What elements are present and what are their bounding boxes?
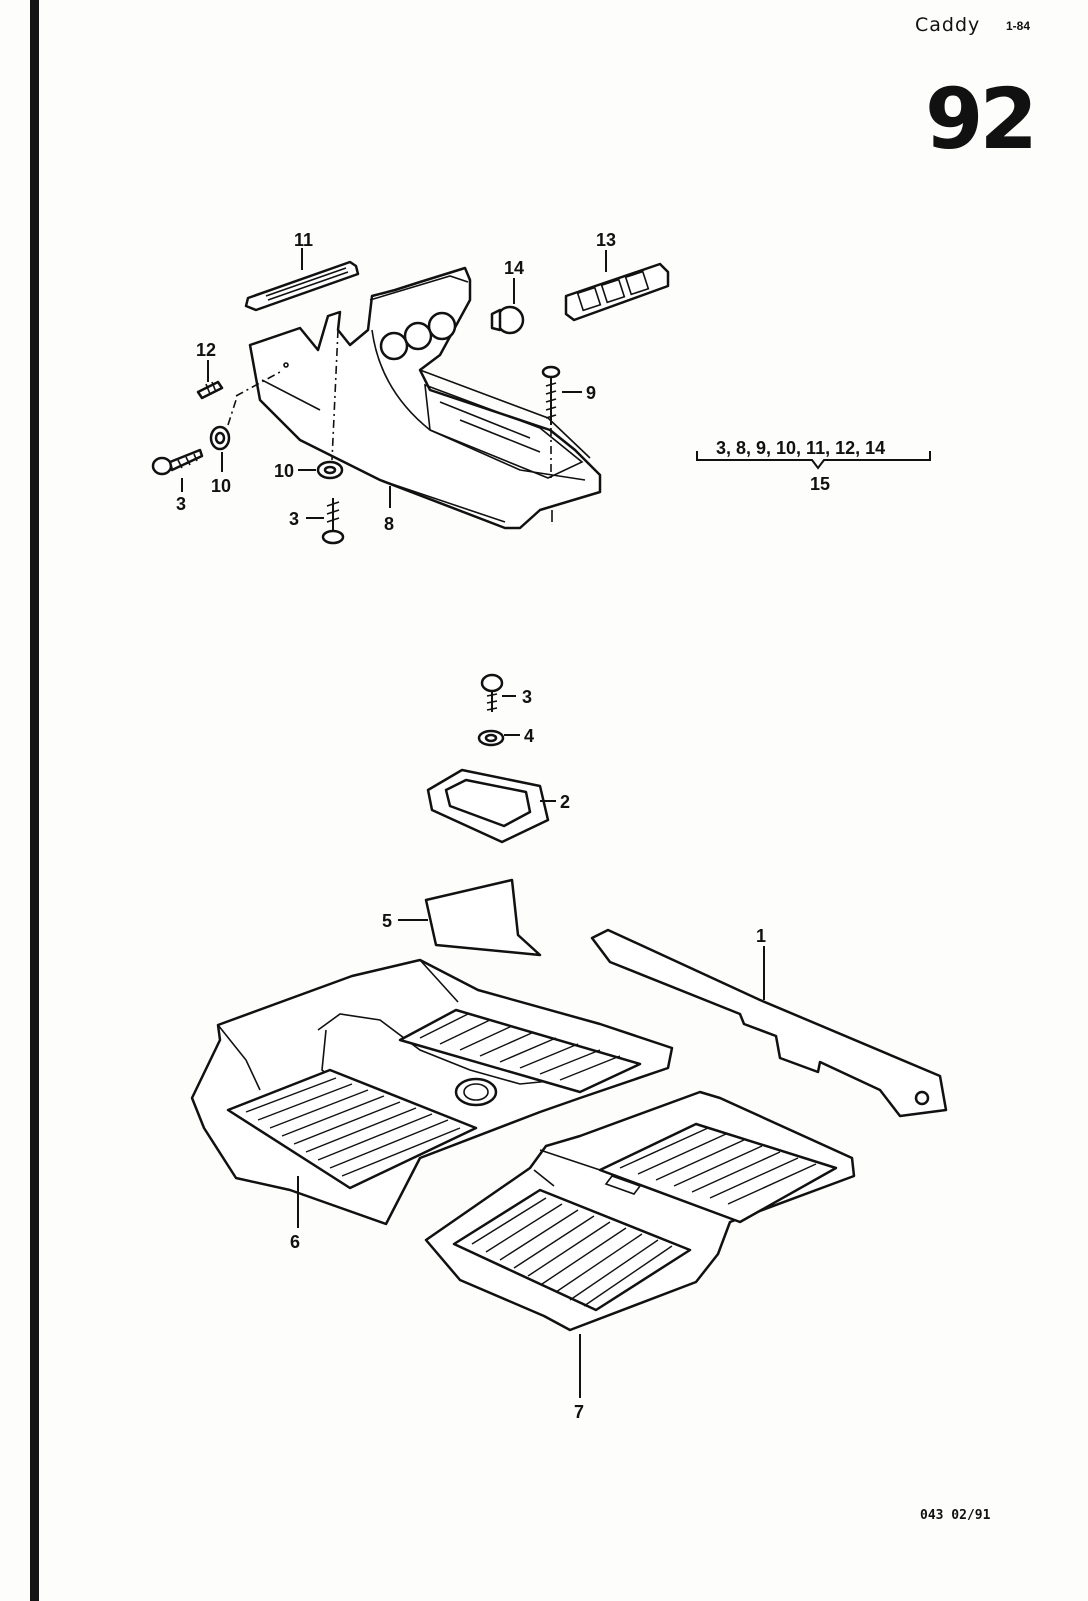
callout-5: 5 [382, 911, 392, 931]
clip-part-12 [196, 380, 224, 400]
callout-13: 13 [596, 230, 616, 250]
callout-2: 2 [560, 792, 570, 812]
callout-6: 6 [290, 1232, 300, 1252]
callout-7: 7 [574, 1402, 584, 1422]
screw-part-3-left [151, 448, 204, 476]
kit-contents: 3, 8, 9, 10, 11, 12, 14 [716, 438, 885, 458]
callout-14: 14 [504, 258, 524, 278]
gauge-insert-part-14 [490, 305, 525, 335]
switch-frame-part-13 [564, 262, 670, 322]
callout-8: 8 [384, 514, 394, 534]
model-name: Caddy [915, 14, 981, 36]
upper-leader-lines [181, 248, 607, 519]
model-date: 1-84 [1006, 19, 1031, 33]
kit-bracket [696, 451, 931, 470]
washer-part-10-left [209, 425, 231, 451]
callout-3-console-left: 3 [176, 494, 186, 514]
lower-leader-lines [297, 695, 765, 1398]
group-number: 92 [925, 70, 1038, 168]
catalog-code: 043 02/91 [920, 1508, 991, 1523]
callout-10-left: 10 [211, 476, 231, 496]
center-console-part-8 [248, 266, 602, 530]
callout-3-bracket: 3 [522, 687, 532, 707]
screw-part-9 [541, 365, 561, 425]
washer-part-10-bottom [316, 460, 344, 480]
assembly-axes [227, 329, 552, 480]
insulation-strip-part-1 [590, 928, 948, 1118]
callout-3-console-bottom: 3 [289, 509, 299, 529]
callout-1: 1 [756, 926, 766, 946]
rear-floor-mat-part-7 [424, 1090, 856, 1332]
callout-10-bottom: 10 [274, 461, 294, 481]
callout-9: 9 [586, 383, 596, 403]
kit-number: 15 [810, 474, 830, 494]
screw-part-3-bracket [480, 673, 504, 712]
callout-12: 12 [196, 340, 216, 360]
callout-4: 4 [524, 726, 534, 746]
insulation-part-5 [424, 878, 542, 957]
console-trim-strip-part-11 [244, 260, 360, 312]
washer-part-4 [477, 729, 505, 747]
screw-part-3-bottom [321, 498, 345, 545]
gaiter-bracket-part-2 [426, 768, 550, 844]
callout-11: 11 [294, 230, 313, 250]
binding-edge [30, 0, 39, 1601]
front-floor-mat-part-6 [190, 958, 674, 1226]
